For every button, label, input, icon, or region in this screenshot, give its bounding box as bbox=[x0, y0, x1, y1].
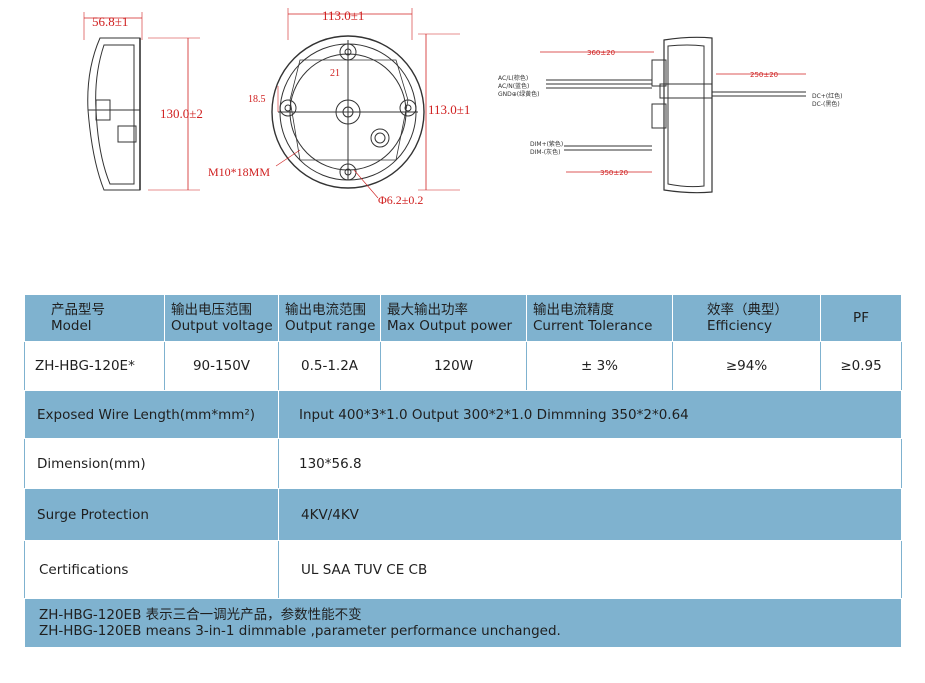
cell-power: 120W bbox=[380, 341, 527, 391]
side-view-drawing bbox=[83, 12, 200, 191]
note-row: ZH-HBG-120EB 表示三合一调光产品，参数性能不变 ZH-HBG-120… bbox=[24, 598, 902, 648]
wire-length-value: Input 400*3*1.0 Output 300*2*1.0 Dimmnin… bbox=[278, 390, 902, 439]
front-width-dim: 113.0±1 bbox=[322, 8, 364, 23]
front-dim-18-5: 18.5 bbox=[248, 94, 266, 105]
cell-efficiency: ≥94% bbox=[672, 341, 821, 391]
certifications-row: Certifications UL SAA TUV CE CB bbox=[24, 540, 902, 599]
dimension-row: Dimension(mm) 130*56.8 bbox=[24, 438, 902, 489]
dimension-label: Dimension(mm) bbox=[24, 438, 279, 489]
hole-label: Φ6.2±0.2 bbox=[378, 193, 423, 207]
cell-current: 0.5-1.2A bbox=[278, 341, 381, 391]
cell-model: ZH-HBG-120E* bbox=[24, 341, 165, 391]
note-en: ZH-HBG-120EB means 3-in-1 dimmable ,para… bbox=[39, 623, 561, 639]
dc-pos-label: DC+(红色) bbox=[812, 92, 843, 100]
wire-length-row: Exposed Wire Length(mm*mm²) Input 400*3*… bbox=[24, 390, 902, 439]
gnd-label: GND⊕(绿黄色) bbox=[498, 90, 539, 98]
note-cn: ZH-HBG-120EB 表示三合一调光产品，参数性能不变 bbox=[39, 607, 362, 623]
surge-label: Surge Protection bbox=[24, 488, 279, 541]
cell-tolerance: ± 3% bbox=[526, 341, 673, 391]
screw-label: M10*18MM bbox=[208, 165, 270, 179]
front-height-dim: 113.0±1 bbox=[428, 102, 470, 117]
note-cell: ZH-HBG-120EB 表示三合一调光产品，参数性能不变 ZH-HBG-120… bbox=[24, 598, 902, 648]
model-row: ZH-HBG-120E* 90-150V 0.5-1.2A 120W ± 3% … bbox=[24, 341, 902, 391]
dim-length-dim: 350±20 bbox=[600, 169, 628, 177]
front-dim-21: 21 bbox=[330, 68, 340, 79]
ac-n-label: AC/N(蓝色) bbox=[498, 82, 529, 90]
header-efficiency: 效率（典型）Efficiency bbox=[672, 294, 821, 342]
cell-pf: ≥0.95 bbox=[820, 341, 902, 391]
cell-voltage: 90-150V bbox=[164, 341, 279, 391]
ac-l-label: AC/L(棕色) bbox=[498, 74, 528, 82]
wire-length-label: Exposed Wire Length(mm*mm²) bbox=[24, 390, 279, 439]
dc-neg-label: DC-(黑色) bbox=[812, 100, 840, 108]
certifications-value: UL SAA TUV CE CB bbox=[278, 540, 902, 599]
input-length-dim: 360±20 bbox=[587, 49, 615, 57]
front-view-drawing bbox=[271, 8, 460, 199]
dim-neg-label: DIM-(灰色) bbox=[530, 148, 560, 156]
dimension-value: 130*56.8 bbox=[278, 438, 902, 489]
header-pf: PF bbox=[820, 294, 902, 342]
wiring-view-drawing bbox=[540, 36, 806, 194]
surge-row: Surge Protection 4KV/4KV bbox=[24, 488, 902, 541]
side-width-dim: 56.8±1 bbox=[92, 14, 128, 29]
output-length-dim: 250±20 bbox=[750, 71, 778, 79]
dim-pos-label: DIM+(紫色) bbox=[530, 140, 563, 148]
side-height-dim: 130.0±2 bbox=[160, 106, 203, 121]
surge-value: 4KV/4KV bbox=[278, 488, 902, 541]
certifications-label: Certifications bbox=[24, 540, 279, 599]
technical-drawings: 56.8±1 130.0±2 113.0±1 113.0±1 21 18.5 M… bbox=[83, 8, 843, 207]
